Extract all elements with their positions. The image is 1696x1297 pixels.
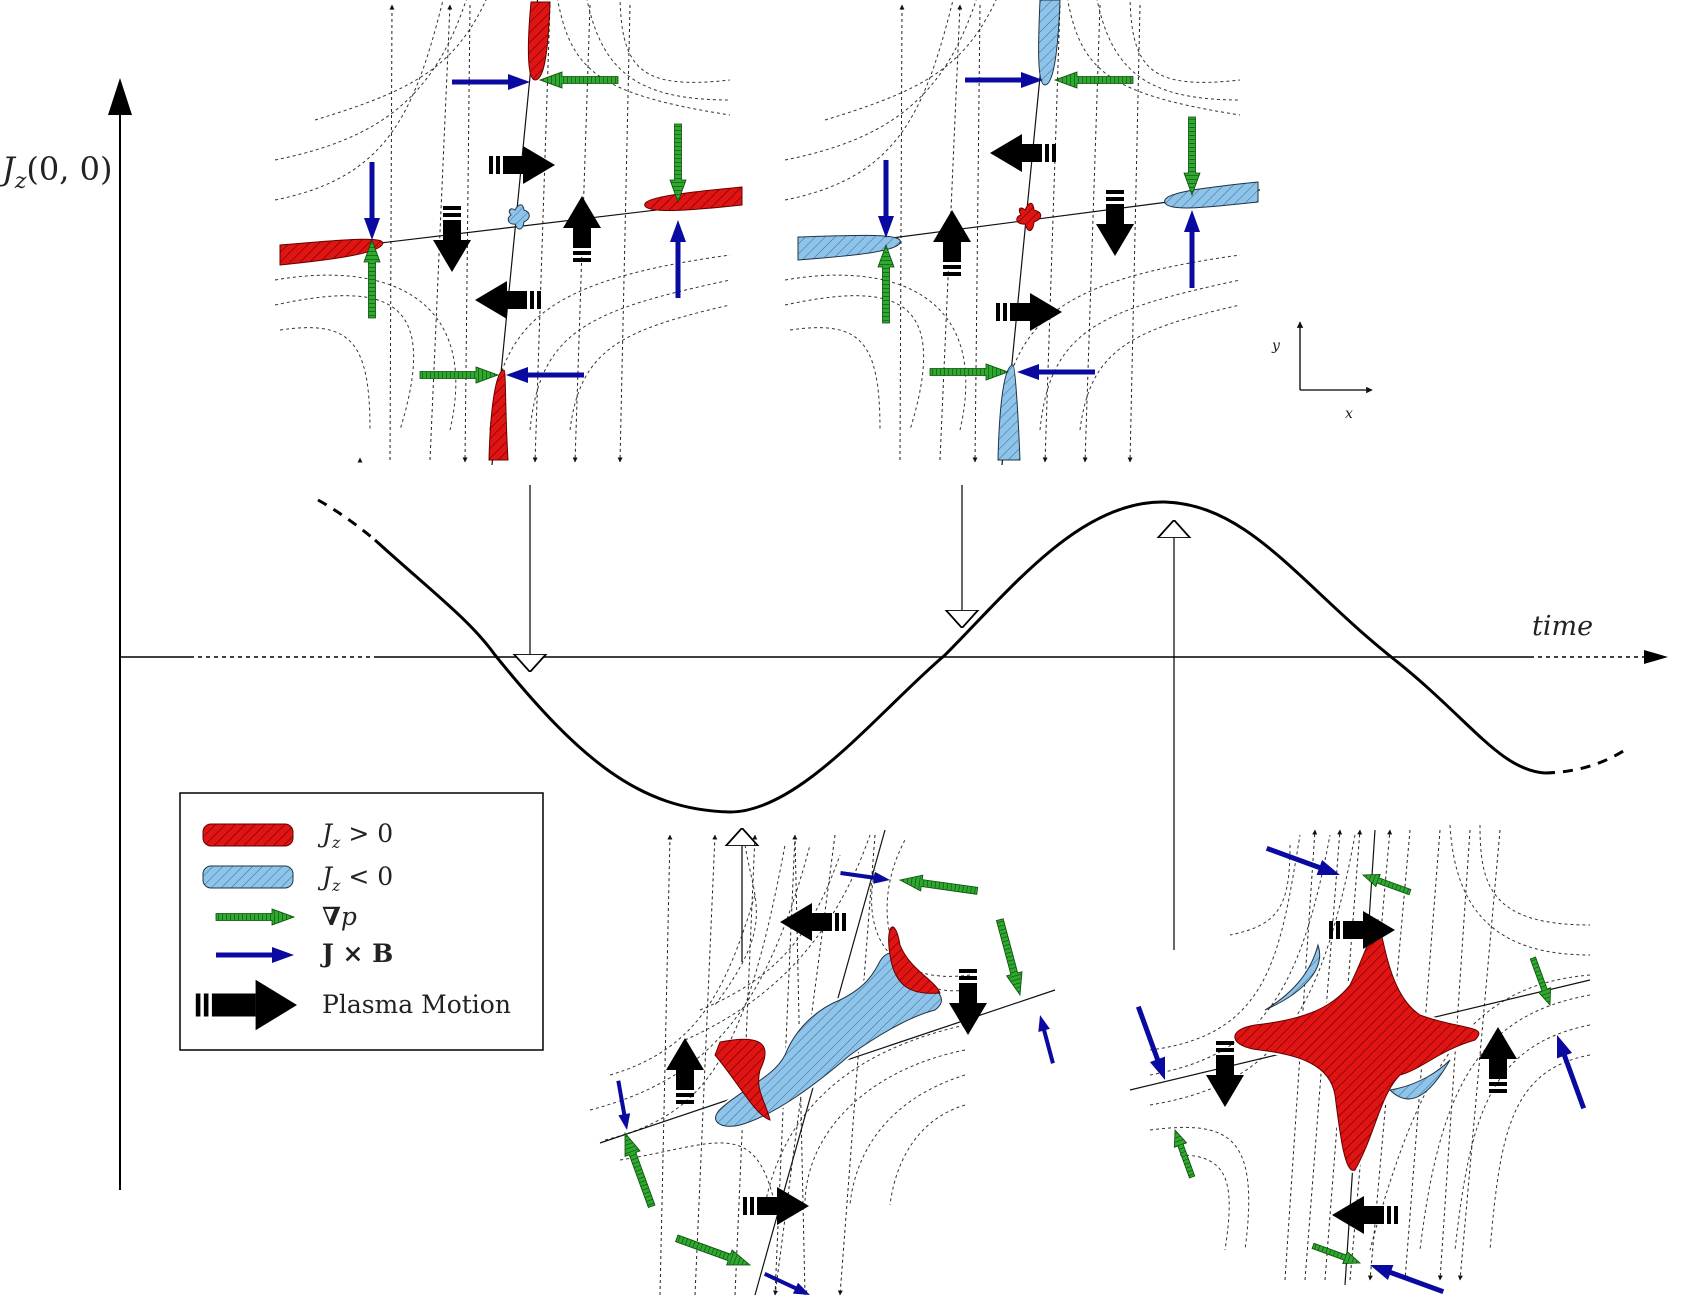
panel-top-right <box>784 0 1261 466</box>
svg-text:Plasma Motion: Plasma Motion <box>322 990 511 1019</box>
current-lobe-negative <box>1388 1059 1451 1100</box>
legend-swatch-plasma-motion <box>195 979 297 1031</box>
central-current-negative <box>507 204 530 230</box>
orientation-x-label: x <box>1345 406 1353 422</box>
y-axis-arrowhead <box>108 78 132 115</box>
orientation-y-label: y <box>1271 338 1281 354</box>
legend-swatch-jz-negative <box>202 865 294 889</box>
jz-oscillation-curve <box>317 498 1626 814</box>
current-sheet-negative <box>1038 0 1061 86</box>
current-sheet-positive <box>644 186 743 212</box>
orientation-axes: y x <box>1271 321 1373 422</box>
legend-entry-jxb: J × B <box>216 939 393 968</box>
svg-text:Jz < 0: Jz < 0 <box>317 862 393 895</box>
panel-top-left <box>274 0 743 466</box>
current-sheet-positive <box>527 1 551 81</box>
legend-entry-jz-negative: Jz < 0 <box>202 862 393 895</box>
current-sheet-positive <box>279 238 384 266</box>
current-lobe-positive <box>888 926 941 994</box>
legend: Jz > 0 Jz < 0 ∇p J × B Plasma Motion <box>179 792 544 1051</box>
legend-entry-jz-positive: Jz > 0 <box>202 819 393 852</box>
svg-text:∇p: ∇p <box>322 902 357 931</box>
svg-text:Jz > 0: Jz > 0 <box>317 819 393 852</box>
current-sheet-negative <box>997 364 1021 461</box>
current-lobe-negative <box>1264 943 1320 1011</box>
central-current-positive <box>1016 202 1042 231</box>
main-axes <box>108 78 1668 1190</box>
panel-bottom-right <box>1129 824 1592 1297</box>
legend-entry-plasma-motion: Plasma Motion <box>195 979 511 1031</box>
current-sheet-negative <box>1164 181 1259 209</box>
phase-pointers <box>530 485 1174 962</box>
current-lobe-positive <box>714 1038 771 1121</box>
legend-entry-grad-p: ∇p <box>215 902 357 931</box>
current-sheet-negative <box>797 234 901 261</box>
x-axis-label: time <box>1532 611 1593 642</box>
panel-bottom-left <box>589 829 1059 1297</box>
y-axis-label: Jz(0, 0) <box>0 150 112 194</box>
time-axis-arrowhead <box>1644 650 1668 664</box>
current-sheet-positive <box>488 369 509 461</box>
svg-text:J × B: J × B <box>320 939 393 968</box>
legend-swatch-jz-positive <box>202 823 294 847</box>
